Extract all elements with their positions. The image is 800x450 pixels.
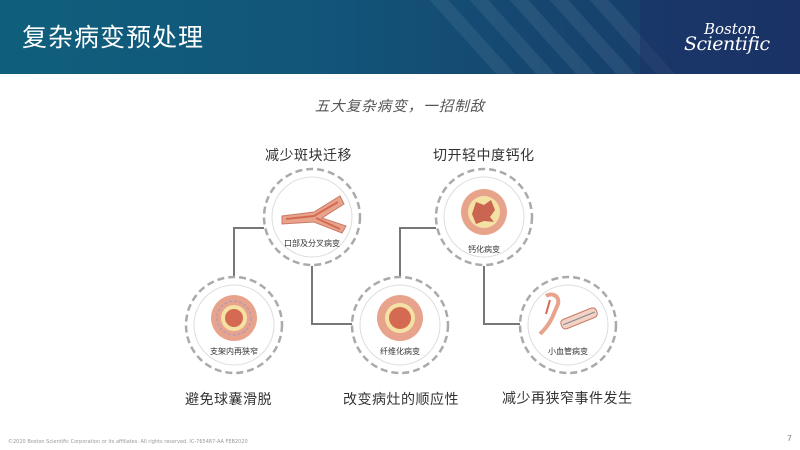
label-avoid-slip: 避免球囊滑脱 [185, 392, 272, 408]
bifurcation-vessel-icon [281, 195, 347, 234]
label-plaque-shift: 减少斑块迁移 [265, 148, 352, 164]
circle-smallvessel [518, 275, 618, 375]
circle-label-bifurcation: 口部及分叉病变 [284, 239, 340, 248]
circle-calcified [434, 167, 534, 267]
copyright-footer: ©2020 Boston Scientific Corporation or i… [8, 439, 248, 445]
connector-calcified-fibrotic [399, 227, 436, 294]
connector-calcified-smallvessel [483, 266, 520, 325]
circle-instent [184, 275, 284, 375]
circle-label-fibrotic: 纤维化病变 [380, 347, 420, 356]
connector-lines [233, 227, 520, 325]
label-compliance: 改变病灶的顺应性 [343, 392, 459, 408]
header-banner: 复杂病变预处理 Boston Scientific [0, 0, 800, 74]
connector-bifurcation-fibrotic [311, 266, 355, 325]
circle-bifurcation [262, 167, 362, 267]
label-cut-calcium: 切开轻中度钙化 [433, 148, 535, 164]
calcified-vessel-icon [461, 189, 507, 235]
company-logo: Boston Scientific [684, 20, 774, 55]
connector-bifurcation-instent [233, 227, 264, 294]
circle-label-smallvessel: 小血管病变 [548, 347, 588, 356]
slide-subtitle: 五大复杂病变，一招制敌 [314, 99, 486, 115]
logo-line-2: Scientific [684, 33, 770, 55]
instent-vessel-icon [211, 295, 257, 341]
banner-pattern [429, 0, 800, 74]
smallvessel-icon [538, 292, 598, 336]
logo-line-1: Boston [704, 20, 757, 38]
fibrotic-vessel-icon [377, 295, 423, 341]
circle-label-calcified: 钙化病变 [468, 245, 500, 254]
circle-fibrotic [350, 275, 450, 375]
circle-label-instent: 支架内再狭窄 [210, 347, 258, 356]
page-title: 复杂病变预处理 [22, 23, 205, 52]
page-number: 7 [786, 434, 792, 443]
label-restenosis: 减少再狭窄事件发生 [502, 391, 633, 407]
